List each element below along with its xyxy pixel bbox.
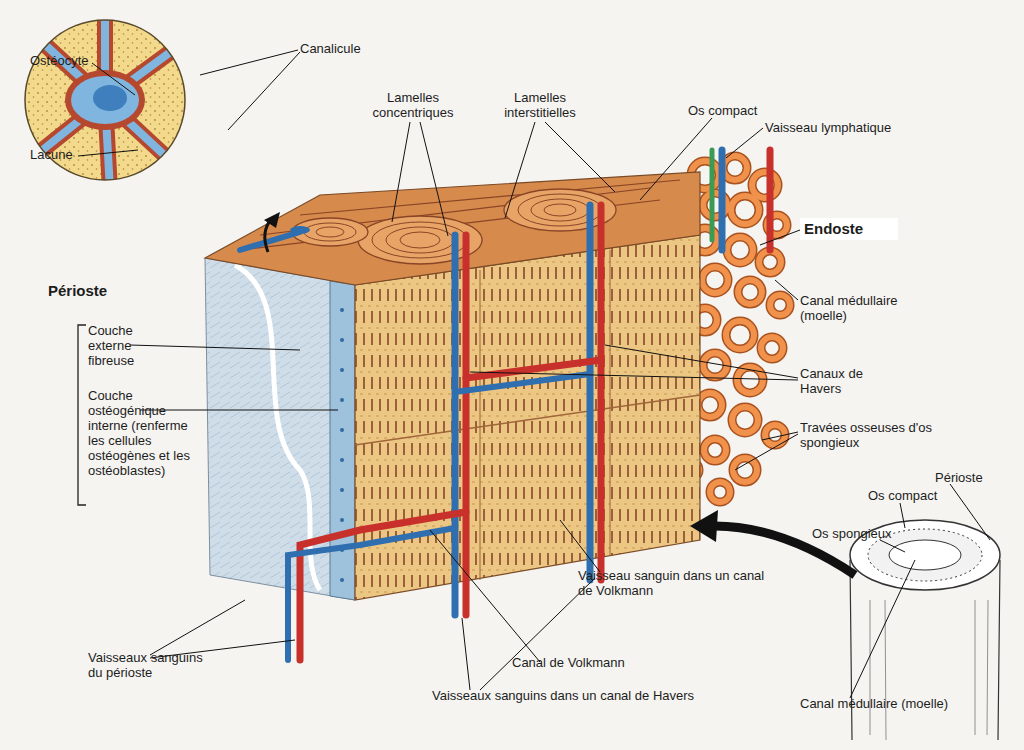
part-label: Vaisseau sanguin dans un canal de Volkma…	[578, 568, 778, 598]
part-label: Os compact	[868, 488, 948, 503]
part-label: Couche externe fibreuse	[88, 323, 158, 368]
part-label: Ostéocyte	[30, 53, 110, 68]
part-label: Os compact	[688, 103, 778, 118]
part-label: Lamelles concentriques	[368, 90, 458, 120]
part-label: Os spongieux	[812, 526, 902, 541]
part-label: Vaisseaux sanguins dans un canal de Have…	[432, 688, 732, 703]
part-label: Vaisseaux sanguins du périoste	[88, 650, 218, 680]
part-label: Travées osseuses d'os spongieux	[800, 420, 950, 450]
part-label: Canaux de Havers	[800, 366, 880, 396]
part-label: Canal médullaire (moelle)	[800, 293, 920, 323]
part-label: Périoste	[935, 470, 1015, 485]
long-bone-section	[690, 510, 1000, 740]
leader-lines	[78, 50, 990, 698]
part-label: Canal de Volkmann	[512, 655, 642, 670]
part-label: Lacune	[30, 147, 90, 162]
osteocyte-inset	[25, 10, 280, 252]
bracket	[78, 325, 86, 505]
part-label: Canal médullaire (moelle)	[800, 696, 1000, 711]
part-label: Canalicule	[300, 41, 390, 56]
part-label: Périoste	[48, 282, 148, 300]
compact-bone	[355, 235, 700, 600]
part-label: Endoste	[800, 218, 898, 240]
part-label: Lamelles interstitielles	[495, 90, 585, 120]
part-label: Vaisseau lymphatique	[765, 120, 915, 135]
part-label: Couche ostéogénique interne (renferme le…	[88, 388, 203, 478]
blood-vessels	[240, 150, 770, 660]
